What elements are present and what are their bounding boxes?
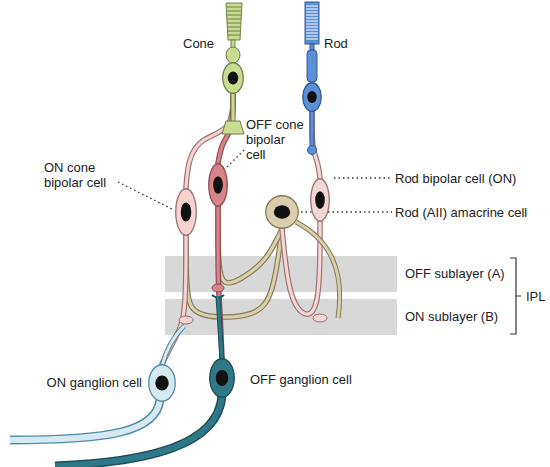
cell-body: Rod bipolar cell (ON) [310,178,330,222]
disc-stripes [306,6,318,39]
cell-body: OFF cone bipolar cell [208,163,228,207]
process-outline [312,112,320,178]
soma-shape [310,178,330,222]
sublayer-band: ON sublayer (B) [165,299,397,335]
rod-axon [311,111,314,146]
soma-shape [222,62,244,94]
rod-inner-segment [307,50,317,82]
ganglion-dendrite-outline [218,296,222,360]
axon-terminal [212,284,224,292]
cell-label: OFF cone bipolar cell [246,117,306,162]
soma [266,196,299,229]
cell-label: Rod [324,36,364,51]
nucleus [307,91,317,103]
rod-spherule [308,146,317,155]
cone-axon [232,93,235,124]
axon-terminal [179,316,193,324]
cone-inner-segment [226,47,240,63]
sublayer-band: OFF sublayer (A) [165,256,397,292]
leader-line [334,177,392,178]
cell-label: OFF ganglion cell [250,372,380,387]
cell-body: Cone [222,62,244,94]
nucleus [181,202,192,221]
layer-label: ON sublayer (B) [405,309,515,324]
soma [209,164,228,207]
soma-shape [265,195,299,229]
axon-terminal [313,314,327,322]
cone-axon-outline [231,93,236,124]
nucleus [155,375,168,390]
cell-body: ON cone bipolar cell [175,188,197,236]
cell-body: ON ganglion cell [148,364,176,402]
bracket [510,258,521,334]
rod-cilium [310,44,314,50]
soma [176,189,197,236]
layer-label: OFF sublayer (A) [405,266,515,281]
soma [303,83,322,112]
cell-label: Cone [183,36,223,51]
cell-body: Rod [302,82,322,112]
nucleus [213,176,223,194]
rod-axon-outline [310,111,315,146]
disc-stripes [227,7,241,35]
nucleus [315,191,325,209]
leader-line [226,150,244,168]
cell-label: ON ganglion cell [30,375,142,390]
soma-shape [148,364,176,402]
soma-shape [302,82,322,112]
cell-label: ON cone bipolar cell [44,160,122,190]
soma [210,359,235,398]
process-core [312,112,320,178]
cell-body: Rod (AII) amacrine cell [265,195,299,229]
optic-axon [55,396,222,466]
optic-axon-outline [10,400,160,440]
nucleus [274,205,290,219]
cell-label: Rod bipolar cell (ON) [395,171,545,186]
nucleus [228,72,239,85]
cell-body: OFF ganglion cell [209,358,235,398]
synaptic-process [312,112,320,178]
optic-axon [10,400,160,440]
rod-outer-segment [305,2,319,44]
leader-line [118,182,174,210]
cone-outer-segment [226,3,242,40]
cone-pedicle [222,121,244,134]
optic-axon-outline [55,396,222,466]
cell-label: Rod (AII) amacrine cell [395,205,545,220]
soma [223,63,244,94]
soma-shape [208,163,228,207]
soma-shape [209,358,235,398]
soma [311,179,330,222]
soma-shape [175,188,197,236]
ganglion-dendrite [218,296,222,360]
nucleus [216,370,228,386]
layer-name: IPL [526,289,546,304]
soma [149,365,176,402]
